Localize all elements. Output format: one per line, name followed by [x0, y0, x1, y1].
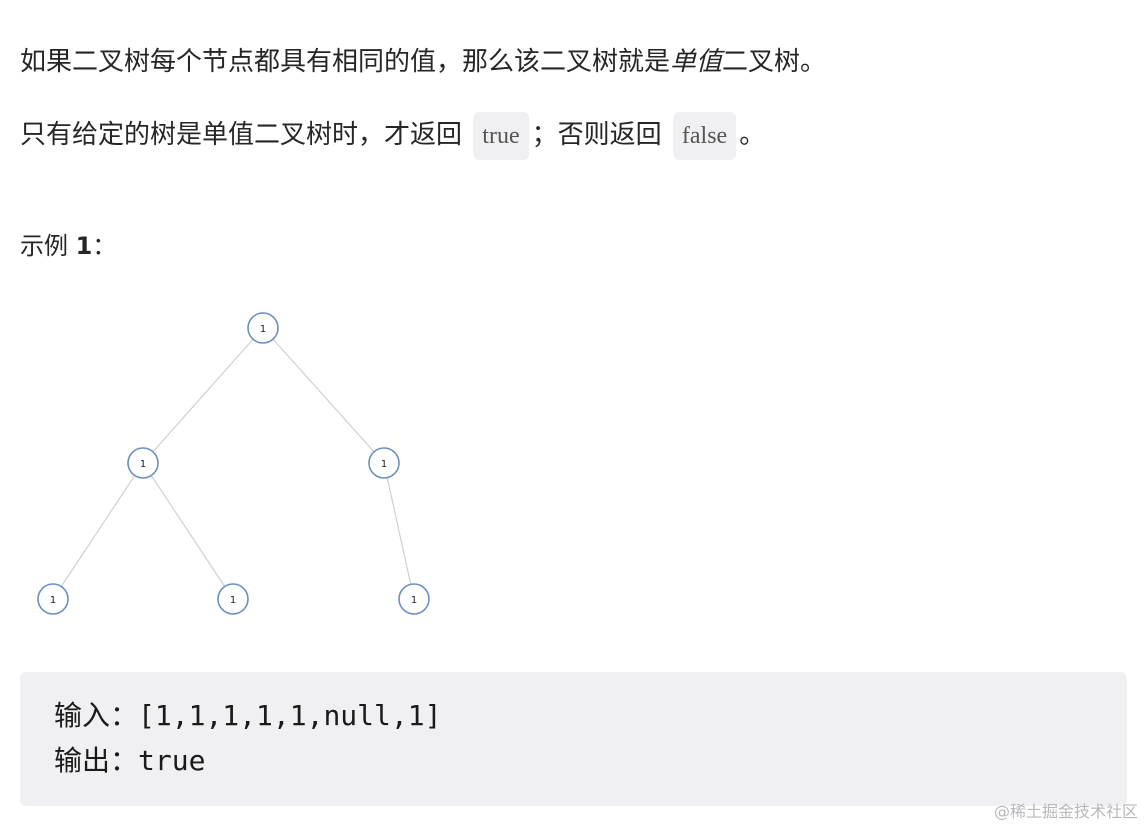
tree-node-left-label: 1 [140, 459, 146, 470]
inline-code-true: true [473, 112, 529, 160]
tree-node-left-left: 1 [37, 583, 69, 615]
example-tree-diagram: 1 1 1 1 1 1 [0, 290, 470, 640]
tree-edge-root-left [142, 327, 264, 464]
tree-svg: 1 1 1 1 1 1 [37, 312, 430, 615]
tree-node-right-label: 1 [381, 459, 387, 470]
tree-node-left-right: 1 [217, 583, 249, 615]
tree-edge-left-rightleaf [142, 462, 234, 600]
statement-text-before: 如果二叉树每个节点都具有相同的值，那么该二叉树就是 [20, 47, 671, 77]
inline-code-false: false [672, 112, 737, 160]
watermark: @稀土掘金技术社区 [993, 802, 1138, 821]
return-rule-text-before: 只有给定的树是单值二叉树时，才返回 [20, 120, 463, 150]
example-output-line: 输出：true [54, 741, 205, 781]
tree-node-right: 1 [368, 447, 400, 479]
output-label: 输出： [54, 744, 139, 777]
example-heading-suffix: ： [92, 232, 117, 260]
output-value: true [138, 744, 206, 777]
example-input-line: 输入：[1,1,1,1,1,null,1] [54, 696, 441, 736]
tree-node-left: 1 [127, 447, 159, 479]
example-heading-prefix: 示例 [20, 232, 76, 260]
tree-node-root-label: 1 [260, 324, 266, 335]
return-rule-text-after: 。 [739, 120, 766, 150]
tree-edge-right-leaf [383, 462, 415, 600]
tree-node-left-right-label: 1 [230, 595, 236, 606]
statement-emphasis: 单值 [670, 47, 723, 77]
tree-node-left-left-label: 1 [50, 595, 56, 606]
example-code-block: 输入：[1,1,1,1,1,null,1] 输出：true [20, 672, 1127, 806]
tree-node-right-right: 1 [398, 583, 430, 615]
tree-edge-left-leftleaf [52, 462, 144, 600]
tree-edge-root-right [262, 327, 385, 464]
return-rule-text-middle: ；否则返回 [531, 120, 662, 150]
example-heading: 示例 1： [20, 228, 116, 264]
tree-nodes: 1 1 1 1 1 1 [37, 312, 430, 615]
tree-node-root: 1 [247, 312, 279, 344]
tree-edges [52, 327, 415, 600]
problem-statement: 如果二叉树每个节点都具有相同的值，那么该二叉树就是单值二叉树。 [20, 44, 826, 80]
input-value: [1,1,1,1,1,null,1] [138, 699, 442, 732]
tree-node-right-right-label: 1 [411, 595, 417, 606]
input-label: 输入： [54, 699, 139, 732]
statement-text-after: 二叉树。 [722, 47, 827, 77]
example-heading-number: 1 [75, 232, 93, 260]
return-rule: 只有给定的树是单值二叉树时，才返回 true；否则返回 false。 [20, 112, 765, 160]
